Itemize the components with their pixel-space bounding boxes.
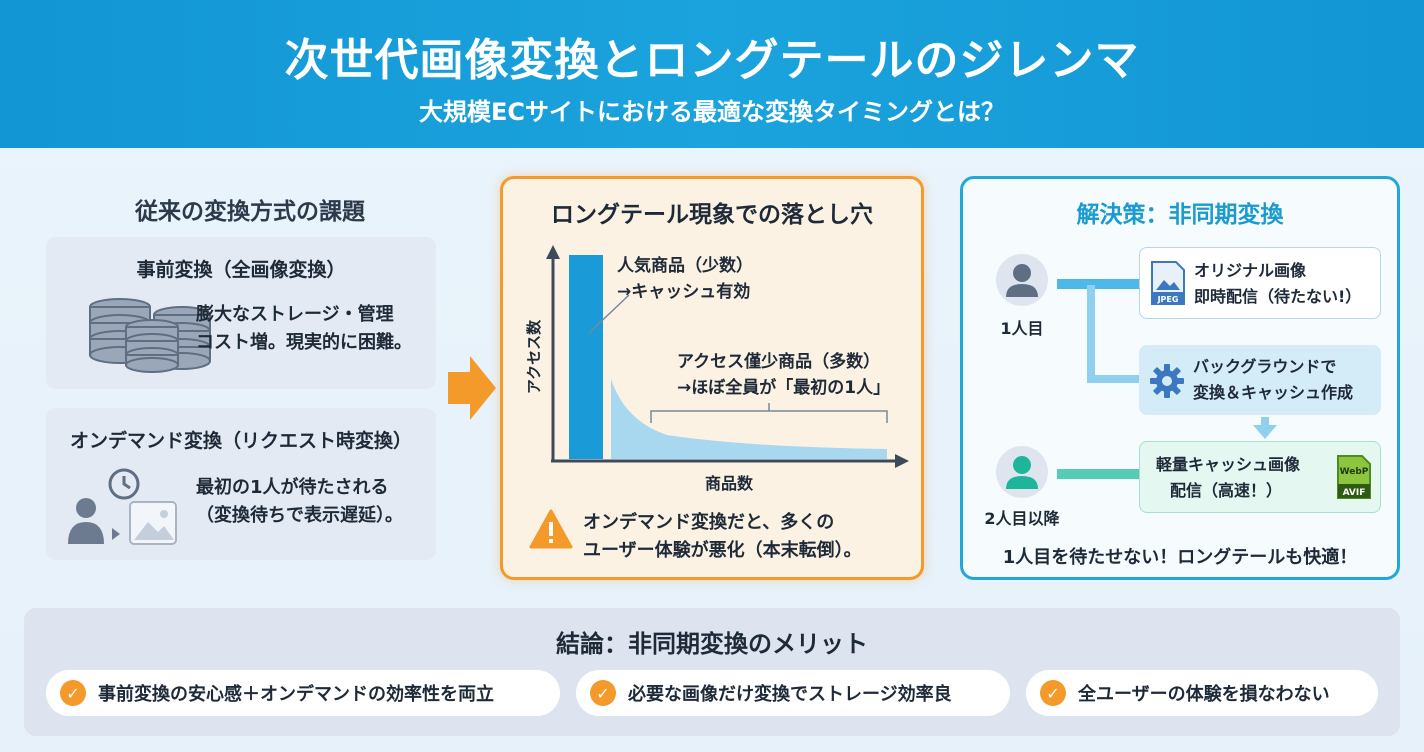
longtail-area — [611, 379, 887, 459]
user-waiting-icon — [68, 468, 177, 545]
warning-line1: オンデマンド変換だと、多くの — [583, 512, 835, 533]
merit-item: ✓ 必要な画像だけ変換でストレージ効率良 — [576, 670, 1010, 716]
popular-annotation-line1: 人気商品（少数） — [617, 255, 753, 276]
warning-icon — [529, 509, 573, 549]
y-axis-arrowhead — [546, 245, 560, 259]
warning-line2: ユーザー体験が悪化（本末転倒）。 — [583, 540, 862, 561]
first-user-label: 1人目 — [1000, 319, 1044, 338]
original-image-line1: オリジナル画像 — [1194, 261, 1307, 280]
longtail-bracket — [650, 410, 888, 423]
merit-text: 全ユーザーの体験を損なわない — [1078, 684, 1330, 705]
header-banner: 次世代画像変換とロングテールのジレンマ 大規模ECサイトにおける最適な変換タイミ… — [0, 0, 1424, 148]
cached-image-line2: 配信（高速！） — [1170, 481, 1283, 500]
right-arrow-icon — [448, 356, 496, 420]
solution-panel: 解決策：非同期変換 1人目 2人目以降 JPEG オリジナル画 — [960, 176, 1400, 580]
jpeg-file-icon: JPEG — [1151, 261, 1185, 305]
solution-panel-title: 解決策：非同期変換 — [1076, 202, 1284, 228]
ondemand-card-desc: 最初の1人が待たされる （変換待ちで表示遅延）。 — [196, 474, 403, 530]
popular-products-bar — [569, 255, 603, 459]
later-users-label: 2人目以降 — [984, 509, 1060, 528]
popular-leader-line — [588, 294, 630, 334]
page-subtitle: 大規模ECサイトにおける最適な変換タイミングとは？ — [418, 98, 1005, 126]
avif-icon-label: AVIF — [1343, 488, 1366, 498]
ondemand-card: オンデマンド変換（リクエスト時変換） 最初の1人が待たされる （変換待ちで表示遅… — [46, 408, 436, 560]
merit-item: ✓ 全ユーザーの体験を損なわない — [1026, 670, 1378, 716]
first-user-avatar-icon — [996, 254, 1048, 306]
original-image-box: JPEG オリジナル画像 即時配信（待たない!） — [1139, 247, 1381, 319]
down-arrow-icon — [1253, 417, 1277, 439]
check-icon: ✓ — [60, 680, 86, 706]
background-convert-text: バックグラウンドで 変換＆キャッシュ作成 — [1193, 354, 1353, 406]
precompute-card-title: 事前変換（全画像変換） — [136, 259, 346, 281]
merit-item: ✓ 事前変換の安心感＋オンデマンドの効率性を両立 — [46, 670, 560, 716]
conclusion-section: 結論：非同期変換のメリット ✓ 事前変換の安心感＋オンデマンドの効率性を両立 ✓… — [24, 608, 1400, 736]
precompute-card-desc: 膨大なストレージ・管理 コスト増。現実的に困難。 — [196, 301, 412, 357]
cached-image-text: 軽量キャッシュ画像 配信（高速！） — [1156, 452, 1300, 504]
page-title: 次世代画像変換とロングテールのジレンマ — [284, 35, 1140, 86]
database-servers-icon — [89, 298, 211, 373]
longtail-panel: ロングテール現象での落とし穴 アクセス数 商品数 人気商品（少数） →キャッシュ… — [500, 176, 924, 580]
original-image-text: オリジナル画像 即時配信（待たない!） — [1194, 258, 1361, 310]
merit-text: 事前変換の安心感＋オンデマンドの効率性を両立 — [98, 684, 494, 705]
left-section-title: 従来の変換方式の課題 — [135, 199, 365, 225]
background-convert-line1: バックグラウンドで — [1193, 357, 1337, 376]
conclusion-title: 結論：非同期変換のメリット — [556, 630, 868, 658]
precompute-desc-line2: コスト増。現実的に困難。 — [196, 332, 412, 353]
ondemand-card-title: オンデマンド変換（リクエスト時変換） — [69, 430, 412, 452]
jpeg-icon-label: JPEG — [1157, 295, 1179, 304]
ondemand-desc-line2: （変換待ちで表示遅延）。 — [196, 505, 403, 526]
original-image-line2: 即時配信（待たない!） — [1194, 287, 1362, 306]
precompute-card: 事前変換（全画像変換） — [46, 237, 436, 389]
ondemand-desc-line1: 最初の1人が待たされる — [196, 477, 389, 498]
webp-icon-label: WebP — [1340, 467, 1369, 477]
gear-icon — [1150, 364, 1184, 398]
background-convert-line2: 変換＆キャッシュ作成 — [1193, 383, 1354, 402]
longtail-chart: アクセス数 商品数 人気商品（少数） →キャッシュ有効 アクセス僅少商品（多数）… — [525, 245, 909, 493]
cached-image-box: 軽量キャッシュ画像 配信（高速！） WebP AVIF — [1139, 441, 1381, 513]
precompute-desc-line1: 膨大なストレージ・管理 — [196, 304, 394, 325]
x-axis-arrowhead — [895, 454, 909, 468]
cached-image-line1: 軽量キャッシュ画像 — [1156, 455, 1301, 474]
merit-text: 必要な画像だけ変換でストレージ効率良 — [628, 684, 952, 705]
y-axis-label: アクセス数 — [525, 319, 543, 394]
longtail-panel-title: ロングテール現象での落とし穴 — [551, 202, 873, 228]
warning-text: オンデマンド変換だと、多くの ユーザー体験が悪化（本末転倒）。 — [583, 509, 862, 565]
later-users-avatar-icon — [996, 446, 1048, 498]
popular-annotation-line2: →キャッシュ有効 — [617, 281, 750, 302]
longtail-annotation-line1: アクセス僅少商品（多数） — [677, 351, 880, 372]
webp-avif-file-icon: WebP AVIF — [1337, 455, 1371, 499]
solution-footer: 1人目を待たせない！ロングテールも快適！ — [1002, 547, 1358, 568]
x-axis-label: 商品数 — [705, 474, 754, 493]
check-icon: ✓ — [1040, 680, 1066, 706]
background-convert-box: バックグラウンドで 変換＆キャッシュ作成 — [1139, 345, 1381, 415]
check-icon: ✓ — [590, 680, 616, 706]
longtail-annotation-line2: →ほぼ全員が「最初の1人」 — [677, 377, 890, 398]
